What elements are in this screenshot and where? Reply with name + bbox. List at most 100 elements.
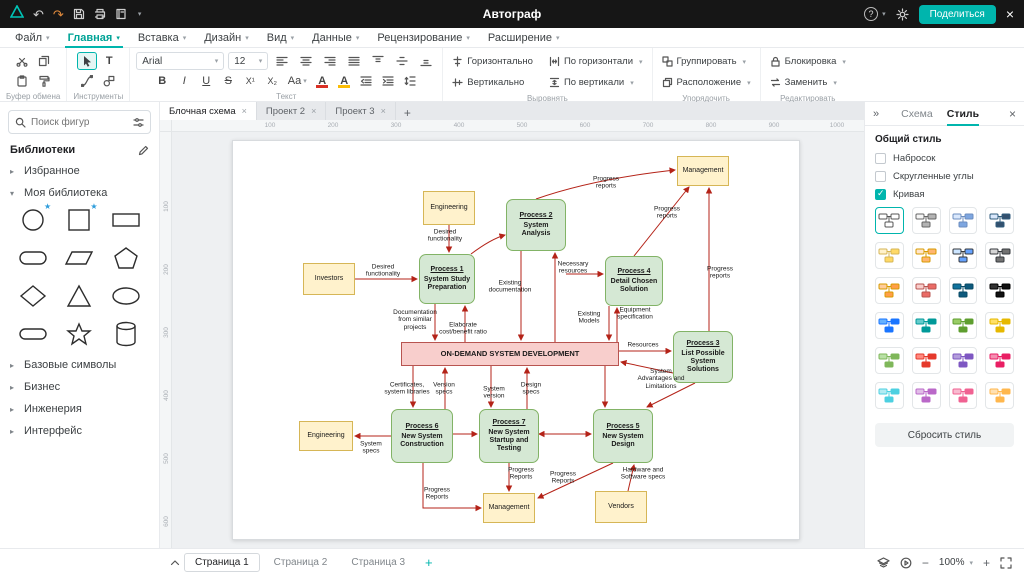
doc-tab-block-diagram[interactable]: Блочная схема× [160,102,257,120]
style-preset-card[interactable] [948,207,978,234]
style-preset-card[interactable] [985,347,1014,374]
valign-top-icon[interactable] [368,52,388,70]
shape-parallelogram-icon[interactable] [59,244,99,272]
italic-icon[interactable]: I [182,75,186,87]
style-preset-card[interactable] [875,242,904,269]
style-preset-card[interactable] [911,382,941,409]
sidebar-section-business[interactable]: ▸Бизнес [10,381,61,393]
panel-tab-diagram[interactable]: Схема [901,107,933,120]
close-tab-icon[interactable]: × [380,106,386,116]
style-preset-card[interactable] [985,312,1014,339]
shape-star-icon[interactable] [59,320,99,348]
subscript-icon[interactable]: X₂ [267,76,278,86]
zoom-out-icon[interactable]: − [921,555,929,570]
checkbox-curved[interactable]: Кривая [875,188,1014,200]
strikethrough-icon[interactable]: S [224,75,232,87]
shape-pentagon-icon[interactable] [106,244,146,272]
sidebar-section-basic-symbols[interactable]: ▸Базовые символы [10,359,117,371]
line-spacing-icon[interactable] [400,72,420,90]
diagram-node-entity[interactable]: Engineering [423,191,475,225]
diagram-node-entity[interactable]: Management [483,493,535,523]
sidebar-section-favorites[interactable]: ▸Избранное [10,165,80,177]
diagram-node-main-bar[interactable]: ON-DEMAND SYSTEM DEVELOPMENT [401,342,619,366]
indent-increase-icon[interactable] [378,72,398,90]
diagram-node-entity[interactable]: Engineering [299,421,353,451]
shape-rectangle-icon[interactable] [106,206,146,234]
edit-libraries-icon[interactable] [138,145,149,156]
distribute-vertical-button[interactable]: По вертикали▾ [546,72,646,93]
group-button[interactable]: Группировать▾ [659,51,754,72]
select-tool-icon[interactable] [77,52,98,70]
shape-diamond-icon[interactable] [13,282,53,310]
shape-square-icon[interactable]: ★ [59,202,99,234]
zoom-level[interactable]: 100%▾ [938,557,973,568]
style-preset-card[interactable] [948,347,978,374]
style-preset-card[interactable] [985,277,1014,304]
menu-insert[interactable]: Вставка▾ [137,31,187,44]
style-preset-card[interactable] [911,207,941,234]
style-preset-card[interactable] [911,277,941,304]
shape-circle-icon[interactable]: ★ [13,202,53,234]
close-window-icon[interactable]: × [1005,6,1014,22]
style-preset-card[interactable] [911,312,941,339]
page-tab-2[interactable]: Страница 2 [273,557,328,568]
undo-icon[interactable]: ↶ [33,6,44,22]
style-preset-card[interactable] [985,382,1014,409]
style-preset-card[interactable] [875,312,904,339]
superscript-icon[interactable]: X¹ [245,76,255,86]
copy-icon[interactable] [34,52,54,70]
sidebar-section-interface[interactable]: ▸Интерфейс [10,425,82,437]
font-color-icon[interactable]: A [312,72,332,90]
close-tab-icon[interactable]: × [241,106,247,116]
align-right-icon[interactable] [320,52,340,70]
indent-decrease-icon[interactable] [356,72,376,90]
menu-extensions[interactable]: Расширение▾ [487,31,560,44]
add-document-tab-button[interactable]: + [403,106,411,120]
connector-tool-icon[interactable] [77,72,97,90]
shape-triangle-icon[interactable] [59,282,99,310]
align-center-icon[interactable] [296,52,316,70]
align-left-icon[interactable] [272,52,292,70]
replace-button[interactable]: Заменить▾ [767,72,849,93]
collapse-panel-icon[interactable]: » [873,107,880,120]
bold-icon[interactable]: B [158,75,167,87]
help-menu[interactable]: ?▾ [864,7,886,21]
style-preset-card[interactable] [875,277,904,304]
print-icon[interactable] [94,8,106,20]
font-family-select[interactable]: Arial▾ [136,52,225,70]
redo-icon[interactable]: ↷ [52,6,64,22]
presentation-icon[interactable] [900,557,912,569]
close-panel-icon[interactable]: × [1008,106,1016,121]
menu-view[interactable]: Вид▾ [266,31,295,44]
distribute-horizontal-button[interactable]: По горизонтали▾ [546,51,646,72]
style-preset-card[interactable] [911,347,941,374]
search-input[interactable] [31,116,128,128]
page-tab-3[interactable]: Страница 3 [351,557,406,568]
layers-icon[interactable] [877,556,890,569]
style-preset-card[interactable] [875,347,904,374]
doc-tab-project-2[interactable]: Проект 2× [257,102,327,120]
reset-style-button[interactable]: Сбросить стиль [875,423,1014,447]
arrange-button[interactable]: Расположение▾ [659,72,754,93]
style-preset-card[interactable] [985,242,1014,269]
align-vertical-button[interactable]: Вертикально [449,72,536,93]
style-preset-card[interactable] [948,382,978,409]
more-actions-chevron-icon[interactable]: ▾ [137,11,142,18]
close-tab-icon[interactable]: × [311,106,317,116]
style-preset-card[interactable] [948,312,978,339]
menu-review[interactable]: Рецензирование▾ [377,31,470,44]
style-preset-card[interactable] [948,242,978,269]
shape-rounded-rectangle-icon[interactable] [13,244,53,272]
journal-icon[interactable] [115,8,127,20]
style-preset-card[interactable] [985,207,1014,234]
sidebar-section-engineering[interactable]: ▸Инженерия [10,403,82,415]
shape-stadium-icon[interactable] [13,320,53,348]
add-page-button[interactable]: + [425,555,433,570]
panel-tab-style[interactable]: Стиль [946,102,980,126]
